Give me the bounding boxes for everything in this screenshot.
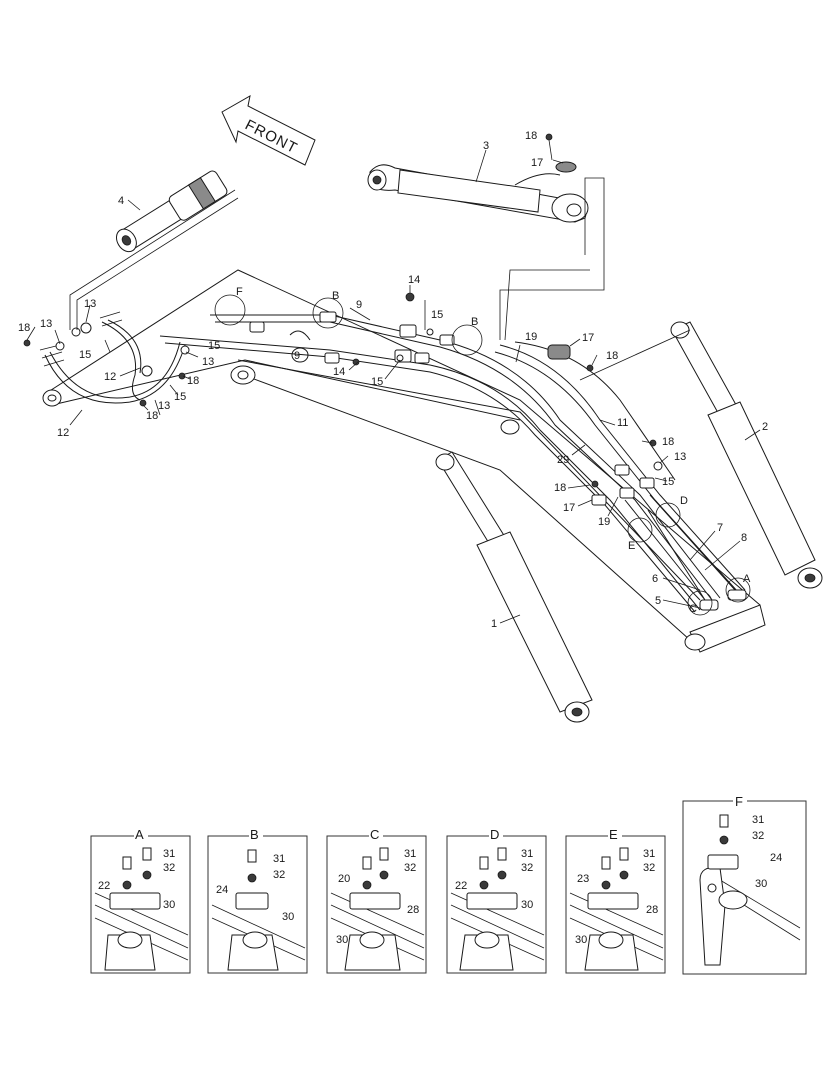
part-label-18: 18 xyxy=(554,482,566,494)
detail-part-30: 30 xyxy=(575,934,587,946)
detail-title-e: E xyxy=(609,827,618,842)
part-label-2: 2 xyxy=(762,421,768,433)
detail-title-c: C xyxy=(370,827,379,842)
detail-box-b: B 31 32 24 30 xyxy=(207,827,308,974)
cylinder-2 xyxy=(670,321,823,589)
part-label-1: 1 xyxy=(491,618,497,630)
detail-box-e: E 31 32 23 28 30 xyxy=(565,827,666,974)
detail-part-22: 22 xyxy=(98,880,110,892)
callout-b: B xyxy=(471,316,478,328)
part-label-29: 29 xyxy=(557,454,569,466)
detail-part-32: 32 xyxy=(521,862,533,874)
detail-title-b: B xyxy=(250,827,259,842)
detail-part-30: 30 xyxy=(336,934,348,946)
detail-part-24: 24 xyxy=(216,884,228,896)
detail-part-24: 24 xyxy=(770,852,782,864)
part-label-4: 4 xyxy=(118,195,124,207)
part-label-15: 15 xyxy=(431,309,443,321)
detail-part-28: 28 xyxy=(407,904,419,916)
callout-f: F xyxy=(236,286,243,298)
part-label-12: 12 xyxy=(104,371,116,383)
callout-c: C xyxy=(689,603,697,615)
detail-box-c: C 31 32 20 28 30 xyxy=(326,827,427,974)
cylinder-1 xyxy=(435,451,593,723)
detail-part-32: 32 xyxy=(643,862,655,874)
cylinder-4 xyxy=(115,170,228,253)
detail-part-32: 32 xyxy=(752,830,764,842)
part-label-3: 3 xyxy=(483,140,489,152)
detail-part-31: 31 xyxy=(752,814,764,826)
hose-12 xyxy=(39,311,186,404)
part-label-13: 13 xyxy=(202,356,214,368)
part-label-9: 9 xyxy=(294,350,300,362)
part-label-17: 17 xyxy=(563,502,575,514)
part-label-13: 13 xyxy=(84,298,96,310)
detail-title-f: F xyxy=(735,794,743,809)
detail-box-f: F 31 32 24 30 xyxy=(682,793,807,975)
part-label-7: 7 xyxy=(717,522,723,534)
detail-part-31: 31 xyxy=(521,848,533,860)
reference-lines xyxy=(69,177,691,381)
detail-part-22: 22 xyxy=(455,880,467,892)
part-label-15: 15 xyxy=(79,349,91,361)
callout-e: E xyxy=(628,540,635,552)
part-label-13: 13 xyxy=(158,400,170,412)
cylinder-3 xyxy=(367,133,589,223)
part-label-18: 18 xyxy=(146,410,158,422)
front-arrow: FRONT xyxy=(221,95,316,166)
part-label-13: 13 xyxy=(674,451,686,463)
part-label-14: 14 xyxy=(333,366,345,378)
detail-part-30: 30 xyxy=(163,899,175,911)
part-label-8: 8 xyxy=(741,532,747,544)
leader-lines xyxy=(26,149,761,624)
part-label-15: 15 xyxy=(208,340,220,352)
part-label-18: 18 xyxy=(525,130,537,142)
detail-box-d: D 31 32 22 30 xyxy=(446,827,547,974)
part-label-17: 17 xyxy=(531,157,543,169)
part-label-19: 19 xyxy=(525,331,537,343)
callout-d: D xyxy=(680,495,688,507)
part-label-9: 9 xyxy=(356,299,362,311)
detail-part-30: 30 xyxy=(282,911,294,923)
detail-callout-circles xyxy=(214,294,751,616)
part-label-15: 15 xyxy=(662,476,674,488)
detail-part-32: 32 xyxy=(404,862,416,874)
part-label-15: 15 xyxy=(371,376,383,388)
boom xyxy=(42,269,766,653)
part-label-13: 13 xyxy=(40,318,52,330)
part-label-18: 18 xyxy=(606,350,618,362)
detail-part-32: 32 xyxy=(273,869,285,881)
detail-box-a: A 31 32 22 30 xyxy=(90,827,191,974)
detail-part-31: 31 xyxy=(643,848,655,860)
part-labels: 3 18 17 4 14 9 15 13 13 18 15 19 17 18 1… xyxy=(18,130,768,630)
detail-part-30: 30 xyxy=(755,878,767,890)
detail-part-31: 31 xyxy=(404,848,416,860)
callout-b: B xyxy=(332,290,339,302)
part-label-11: 11 xyxy=(617,417,628,429)
part-label-15: 15 xyxy=(174,391,186,403)
callout-a: A xyxy=(743,573,751,585)
part-label-18: 18 xyxy=(187,375,199,387)
detail-title-a: A xyxy=(135,827,144,842)
part-label-18: 18 xyxy=(18,322,30,334)
detail-part-32: 32 xyxy=(163,862,175,874)
pipes xyxy=(159,314,746,613)
clamps xyxy=(23,292,747,611)
part-label-6: 6 xyxy=(652,573,658,585)
part-label-18: 18 xyxy=(662,436,674,448)
detail-part-28: 28 xyxy=(646,904,658,916)
detail-part-31: 31 xyxy=(163,848,175,860)
part-label-12: 12 xyxy=(57,427,69,439)
part-label-17: 17 xyxy=(582,332,594,344)
part-label-5: 5 xyxy=(655,595,661,607)
detail-part-30: 30 xyxy=(521,899,533,911)
part-label-14: 14 xyxy=(408,274,420,286)
detail-title-d: D xyxy=(490,827,499,842)
detail-part-31: 31 xyxy=(273,853,285,865)
detail-part-20: 20 xyxy=(338,873,350,885)
part-label-19: 19 xyxy=(598,516,610,528)
detail-part-23: 23 xyxy=(577,873,589,885)
